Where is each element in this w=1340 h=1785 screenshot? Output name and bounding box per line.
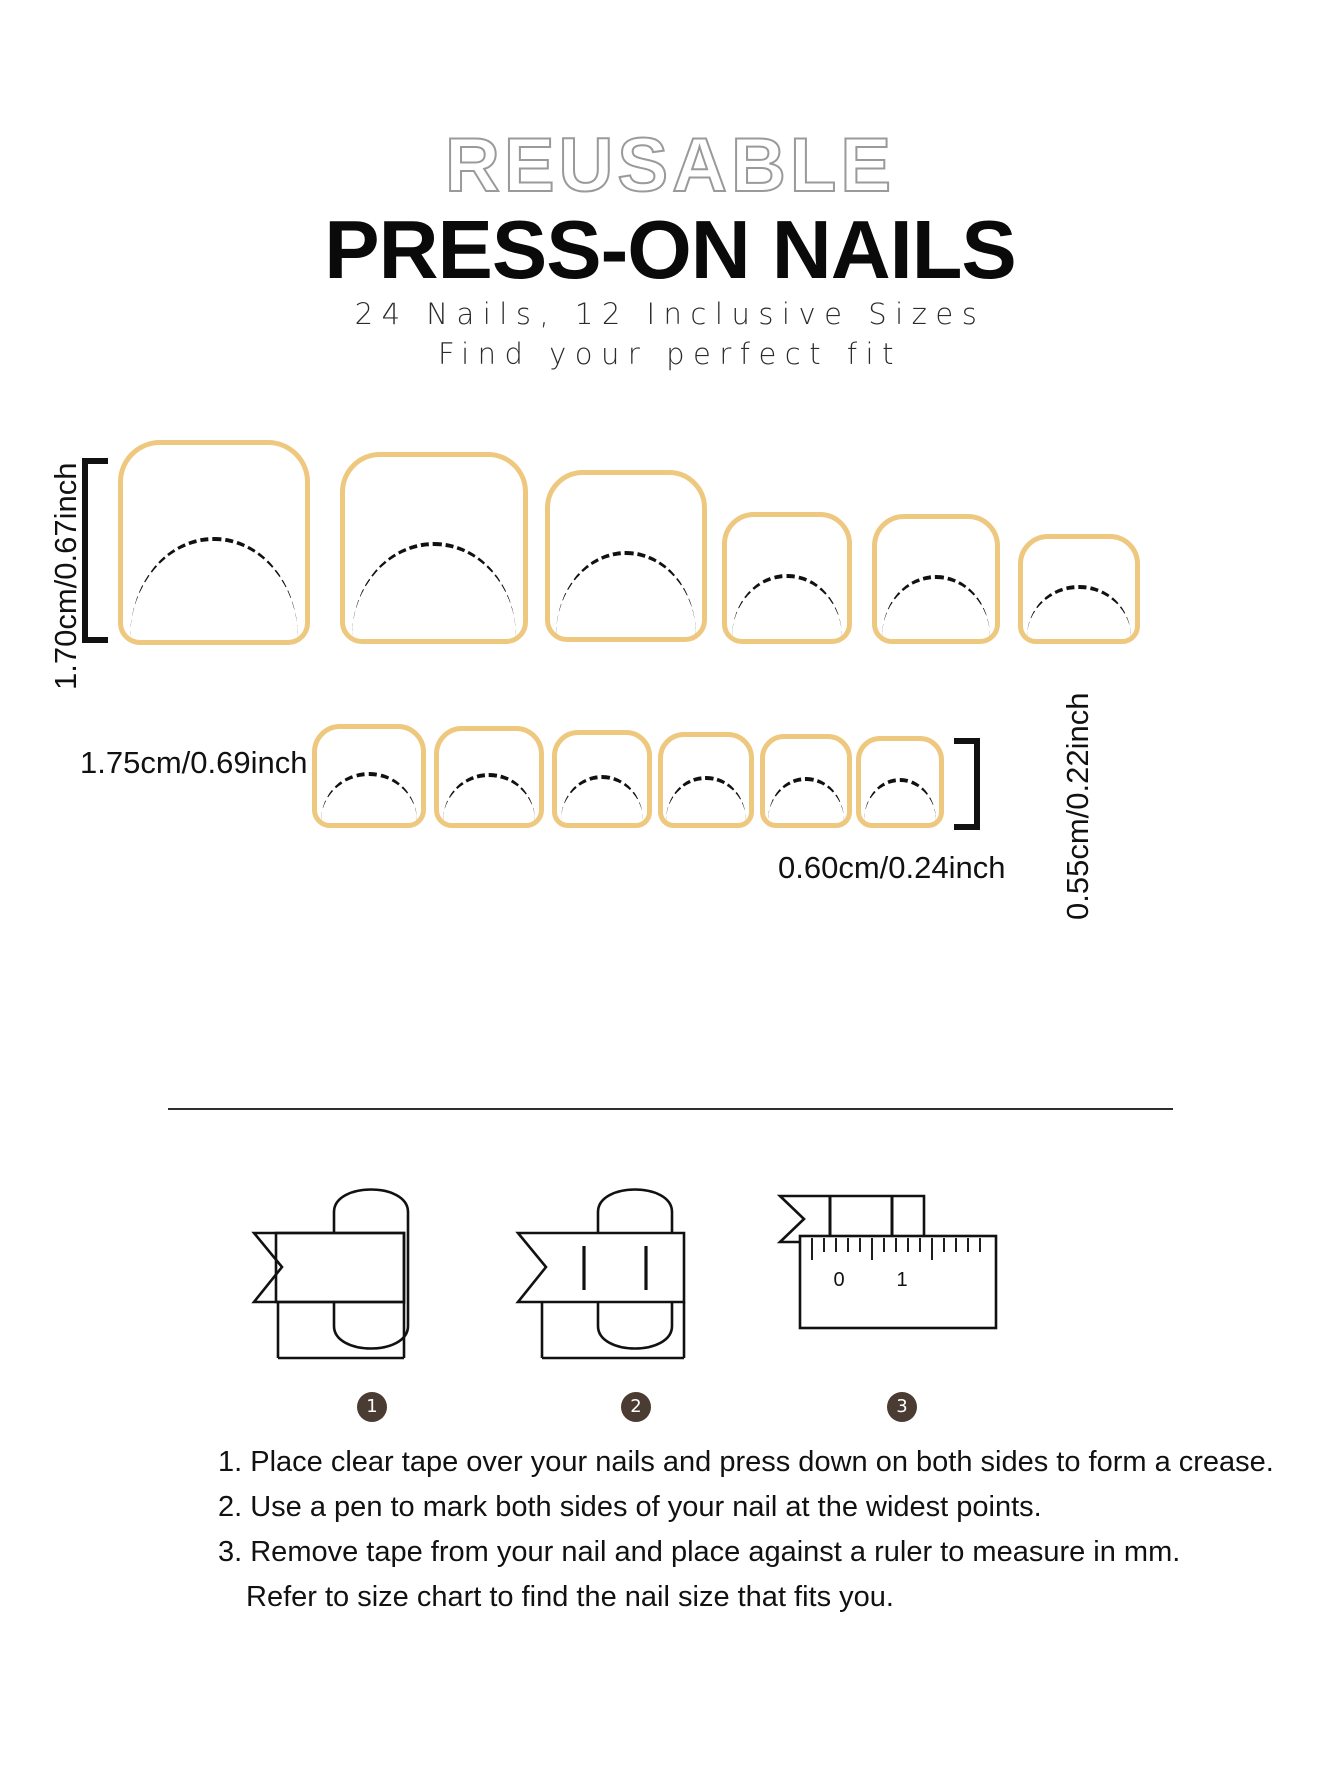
measuring-steps: 1 2 bbox=[0, 1160, 1340, 1430]
smile-line-dashed bbox=[560, 775, 644, 821]
nail-outline bbox=[545, 470, 707, 642]
nail-outline bbox=[340, 452, 528, 644]
nail-size-chart: 1.70cm/0.67inch 1.75cm/0.69inch bbox=[48, 440, 1140, 920]
subtitle-line-2: Find your perfect fit bbox=[438, 337, 902, 371]
nail-outline bbox=[760, 734, 852, 828]
eyebrow-title: REUSABLE bbox=[444, 123, 896, 208]
instruction-list: 1. Place clear tape over your nails and … bbox=[218, 1440, 1274, 1620]
smile-line-dashed bbox=[881, 574, 991, 637]
mark-with-pen-icon bbox=[515, 1188, 686, 1360]
step-number-badge: 3 bbox=[887, 1392, 917, 1422]
smile-line-dashed bbox=[556, 550, 696, 635]
small-width-measure-label: 0.60cm/0.24inch bbox=[778, 850, 1006, 885]
nail-outline bbox=[722, 512, 852, 644]
nail-outline bbox=[856, 736, 944, 828]
smile-line-dashed bbox=[130, 536, 298, 638]
step-2-diagram: 2 bbox=[506, 1160, 766, 1422]
ruler-tick-label-1: 1 bbox=[896, 1269, 907, 1291]
instruction-item: Refer to size chart to find the nail siz… bbox=[246, 1581, 894, 1613]
section-divider bbox=[168, 1108, 1173, 1110]
height-measure-label: 1.70cm/0.67inch bbox=[48, 462, 83, 690]
nail-outline bbox=[658, 732, 754, 828]
nail-outline bbox=[312, 724, 426, 828]
ruler-tick-label-0: 0 bbox=[833, 1269, 844, 1291]
step-number-badge: 1 bbox=[357, 1392, 387, 1422]
smile-line-dashed bbox=[443, 773, 535, 821]
smile-line-dashed bbox=[731, 573, 843, 637]
nail-outline bbox=[872, 514, 1000, 644]
smile-line-dashed bbox=[768, 777, 844, 821]
smile-line-dashed bbox=[666, 776, 746, 821]
subtitle-line-1: 24 Nails, 12 Inclusive Sizes bbox=[354, 297, 986, 331]
smile-line-dashed bbox=[1027, 585, 1131, 637]
width-measure-label: 1.75cm/0.69inch bbox=[80, 745, 308, 780]
instruction-item: 3. Remove tape from your nail and place … bbox=[218, 1536, 1181, 1568]
smile-line-dashed bbox=[352, 542, 516, 637]
instruction-item: 1. Place clear tape over your nails and … bbox=[218, 1446, 1274, 1478]
tape-over-nail-icon bbox=[251, 1188, 410, 1360]
smile-line-dashed bbox=[321, 772, 417, 821]
instruction-item: 2. Use a pen to mark both sides of your … bbox=[218, 1491, 1042, 1523]
step-3-diagram: 0 1 3 bbox=[772, 1160, 1032, 1422]
nail-outline bbox=[434, 726, 544, 828]
step-1-diagram: 1 bbox=[242, 1160, 502, 1422]
height-measure-bracket bbox=[82, 458, 108, 643]
nail-outline bbox=[552, 730, 652, 828]
page-title: PRESS-ON NAILS bbox=[324, 203, 1017, 296]
nail-outline bbox=[1018, 534, 1140, 644]
nail-outline bbox=[118, 440, 310, 645]
step-number-badge: 2 bbox=[621, 1392, 651, 1422]
small-height-measure-bracket bbox=[952, 738, 980, 830]
small-height-measure-label: 0.55cm/0.22inch bbox=[1060, 692, 1095, 920]
smile-line-dashed bbox=[864, 778, 936, 821]
measure-with-ruler-icon: 0 1 bbox=[776, 1194, 998, 1330]
